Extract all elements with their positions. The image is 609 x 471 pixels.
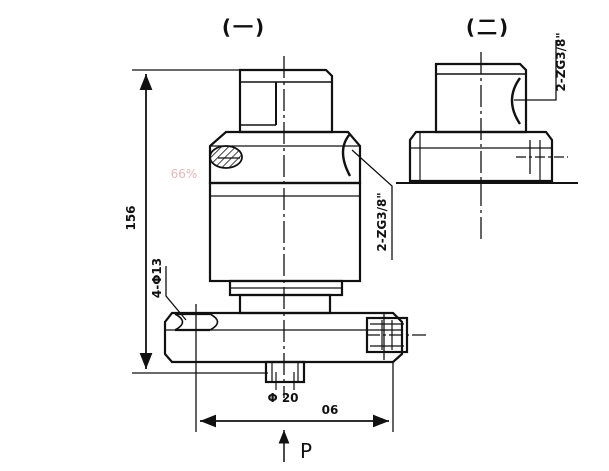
watermark: 66% (171, 167, 198, 181)
port1-label: 2-ZG3/8" (375, 192, 389, 251)
port1-leader (351, 149, 393, 260)
bolt-hole-left (174, 313, 219, 331)
view1-label: (一) (222, 15, 266, 39)
width-label: 06 (322, 403, 339, 417)
outlet-diameter-label: Φ 20 (267, 391, 298, 405)
main-cylinder (208, 181, 362, 283)
neck-lower (238, 293, 332, 315)
view2-label: (二) (466, 15, 510, 39)
port-right (341, 133, 352, 177)
height-dimension (132, 69, 268, 374)
view2-drawing (396, 62, 578, 184)
view2-port (510, 77, 522, 125)
top-cap (238, 68, 334, 134)
pressure-port-label: P (300, 439, 312, 463)
outlet-stub (264, 360, 306, 384)
bolt-holes-label: 4-Φ13 (150, 258, 164, 298)
view1-centerlines (218, 56, 428, 398)
port2-leader (514, 40, 557, 101)
height-label: 156 (124, 205, 138, 230)
port-hatch-left (209, 145, 243, 169)
port2-label: 2-ZG3/8" (554, 32, 568, 91)
view2-body (408, 130, 554, 183)
view2-centerlines (480, 52, 568, 240)
width-dimension (195, 304, 394, 432)
view2-top-cap (434, 62, 528, 134)
bolt-holes-leader (165, 266, 187, 321)
